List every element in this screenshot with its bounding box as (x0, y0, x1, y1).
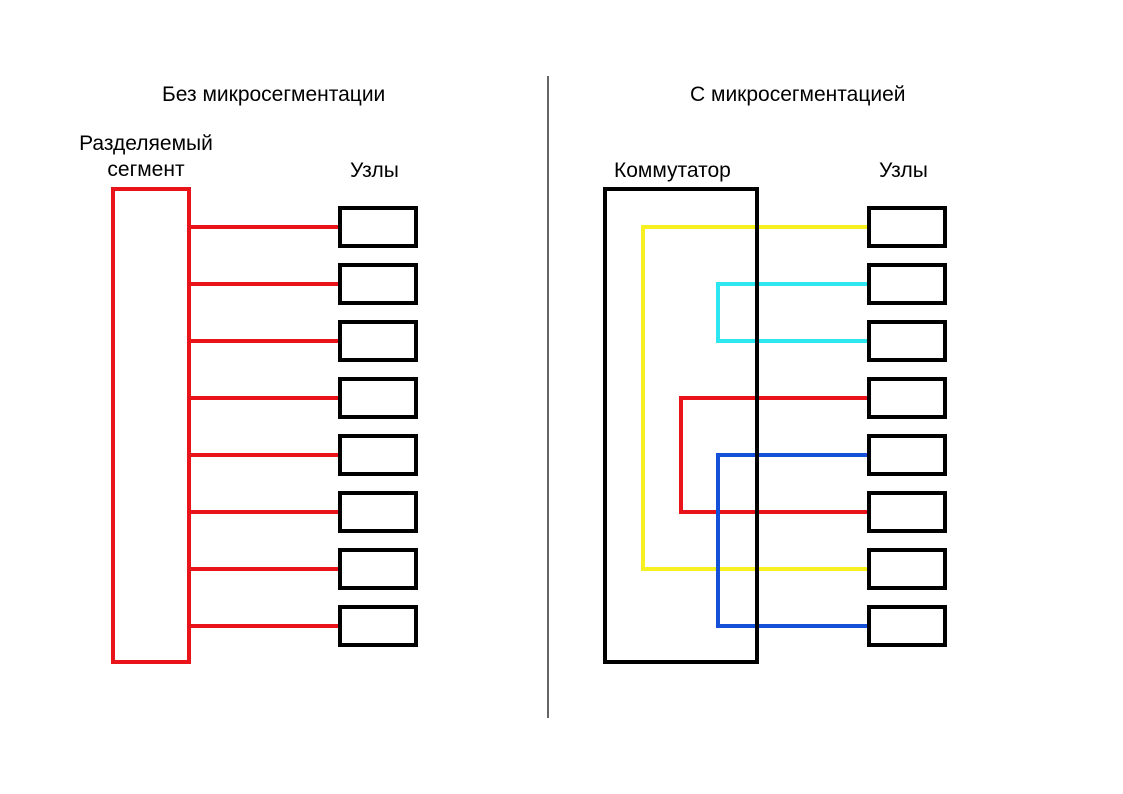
node-box (867, 206, 947, 248)
shared-segment-label-line1: Разделяемый (79, 132, 213, 155)
shared-segment-bus (111, 187, 191, 664)
switch-label: Коммутатор (614, 159, 731, 182)
node-box (867, 377, 947, 419)
node-box (338, 491, 418, 533)
shared-segment-label-line2: сегмент (107, 158, 185, 181)
node-box (867, 605, 947, 647)
node-box (338, 263, 418, 305)
node-box (867, 491, 947, 533)
node-box (867, 434, 947, 476)
node-box (338, 206, 418, 248)
cyan-connection (716, 282, 869, 343)
node-box (867, 263, 947, 305)
shared-segment-label: Разделяемый сегмент (60, 131, 232, 183)
node-box (338, 605, 418, 647)
node-box (867, 320, 947, 362)
node-box (338, 434, 418, 476)
node-box (338, 548, 418, 590)
right-nodes-label: Узлы (879, 159, 928, 182)
right-panel-diagram (603, 187, 947, 664)
red-connection (679, 396, 869, 514)
node-box (867, 548, 947, 590)
left-panel-title: Без микросегментации (162, 83, 386, 106)
node-box (338, 320, 418, 362)
blue-connection (716, 453, 869, 628)
node-box (338, 377, 418, 419)
right-panel-title: С микросегментацией (690, 83, 906, 106)
left-panel-diagram (111, 187, 418, 664)
left-nodes-label: Узлы (350, 159, 399, 182)
